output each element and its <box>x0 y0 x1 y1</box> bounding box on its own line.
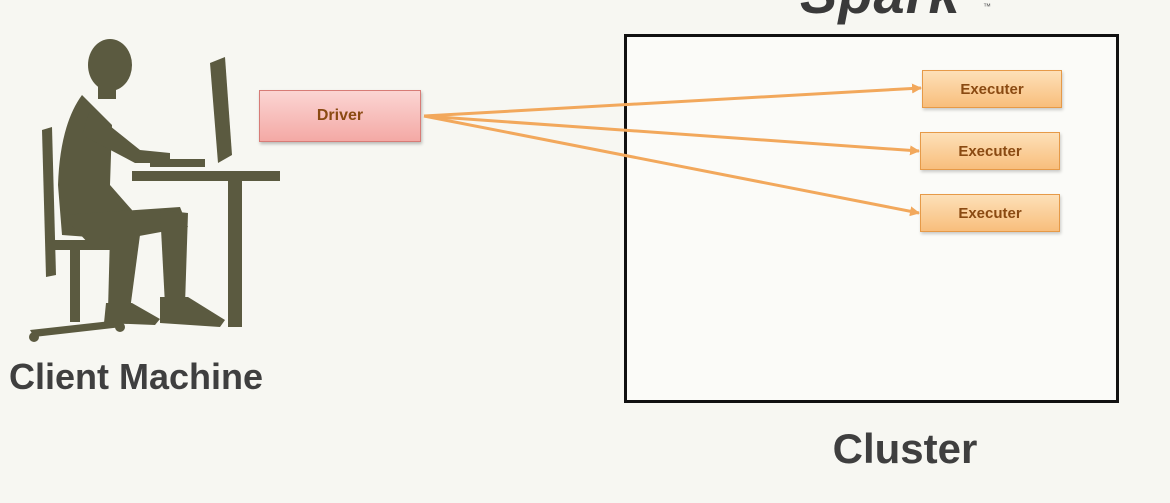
driver-label: Driver <box>316 107 364 124</box>
executer-label: Executer <box>958 142 1022 160</box>
driver-box: Driver <box>259 90 421 142</box>
spark-logo: Spark <box>800 0 961 22</box>
person-at-computer-icon <box>29 39 280 342</box>
spark-logo-trademark: ™ <box>983 2 991 11</box>
executer-label: Executer <box>960 80 1024 98</box>
executer-box-2: Executer <box>920 132 1060 170</box>
executer-box-3: Executer <box>920 194 1060 232</box>
executer-label: Executer <box>958 204 1022 222</box>
cluster-label: Cluster <box>832 425 978 472</box>
client-machine-label: Client Machine <box>8 356 264 397</box>
executer-box-1: Executer <box>922 70 1062 108</box>
